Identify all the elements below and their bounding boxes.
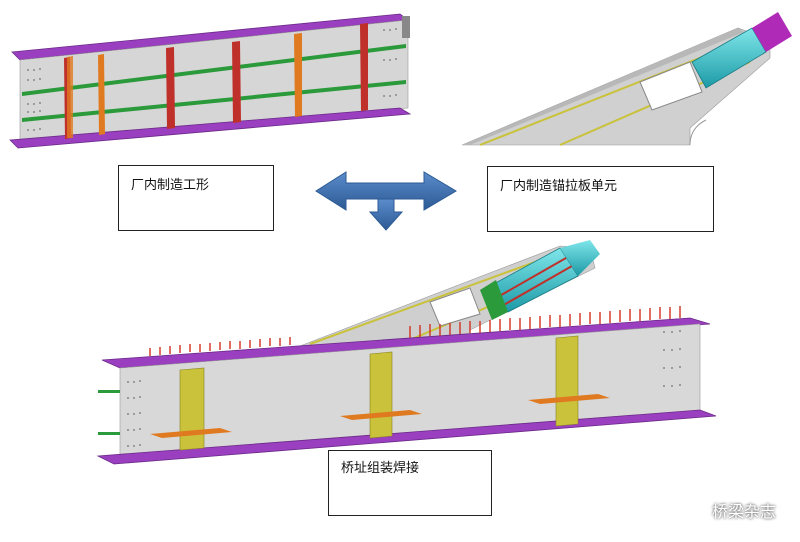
wechat-icon [686,501,707,518]
label-site-welding: 桥址组装焊接 [328,450,492,516]
bolt-holes-left [27,68,41,131]
bolt-holes-right [383,28,397,97]
label-factory-anchor-plate-text: 厂内制造锚拉板单元 [500,179,618,194]
assembly-arrows [315,171,457,231]
girder-end-detail [402,16,410,38]
label-factory-i-section: 厂内制造工形 [118,165,274,231]
label-site-welding-text: 桥址组装焊接 [341,461,420,476]
watermark: 桥梁杂志 [686,498,776,522]
vertical-stiffeners [64,23,368,139]
watermark-text: 桥梁杂志 [711,502,776,521]
anchor-plate-unit [461,12,792,146]
bolt-holes-bottom [127,330,681,447]
i-section-girder [9,13,412,149]
label-factory-anchor-plate: 厂内制造锚拉板单元 [487,166,714,232]
label-factory-i-section-text: 厂内制造工形 [131,178,210,193]
shear-studs [149,306,681,356]
assembled-girder [96,240,717,465]
